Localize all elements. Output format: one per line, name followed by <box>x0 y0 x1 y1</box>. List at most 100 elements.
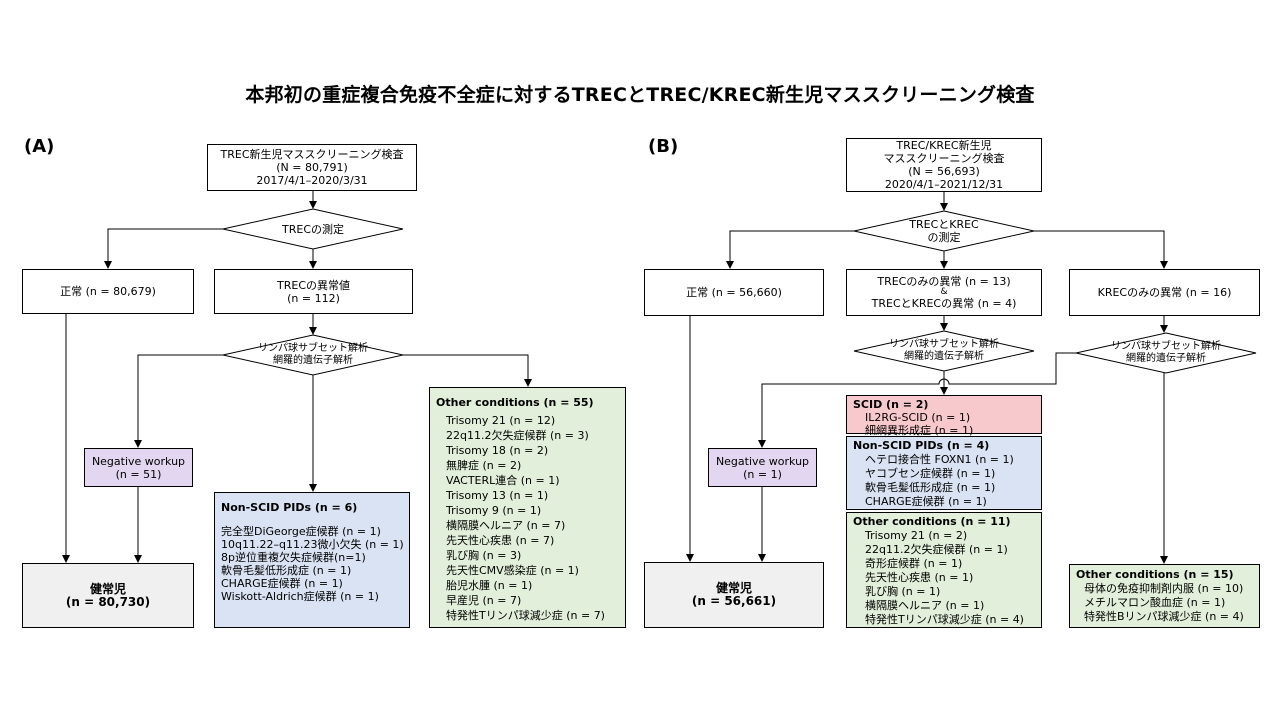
list-item: 特発性Tリンパ球減少症 (n = 4) <box>865 613 1024 626</box>
list-item: 母体の免疫抑制剤内服 (n = 10) <box>1084 582 1244 595</box>
list-item: 乳び胸 (n = 1) <box>865 585 941 598</box>
b-measure-line-2: の測定 <box>927 231 961 244</box>
a-healthy-box: 健常児 (n = 80,730) <box>22 563 194 628</box>
b-workup1-line-2: 網羅的遺伝子解析 <box>904 351 984 362</box>
b-normal-text: 正常 (n = 56,660) <box>686 286 782 299</box>
list-item: 奇形症候群 (n = 1) <box>865 557 963 570</box>
b-other2-box: Other conditions (n = 15) 母体の免疫抑制剤内服 (n … <box>1069 564 1260 628</box>
b-negative-box: Negative workup (n = 1) <box>708 448 817 487</box>
b-nonscid-box: Non-SCID PIDs (n = 4) ヘテロ接合性 FOXN1 (n = … <box>846 436 1042 510</box>
list-item: 無脾症 (n = 2) <box>446 459 522 472</box>
b-normal-box: 正常 (n = 56,660) <box>644 269 824 316</box>
list-item: 乳び胸 (n = 3) <box>446 549 522 562</box>
a-workup-label: リンパ球サブセット解析 網羅的遺伝子解析 <box>233 341 393 369</box>
b-screening-line-2: マススクリーニング検査 <box>883 152 1005 165</box>
b-trec-abnormal-line-2: & <box>940 287 948 297</box>
a-measure-label: TRECの測定 <box>233 219 393 239</box>
b-nonscid-header: Non-SCID PIDs (n = 4) <box>853 439 990 452</box>
list-item: Trisomy 13 (n = 1) <box>446 489 549 502</box>
list-item: メチルマロン酸血症 (n = 1) <box>1084 596 1226 609</box>
a-other-box: Other conditions (n = 55) Trisomy 21 (n … <box>429 387 626 628</box>
b-workup2-line-1: リンパ球サブセット解析 <box>1111 341 1221 352</box>
list-item: Trisomy 21 (n = 12) <box>446 414 556 427</box>
b-trec-abnormal-box: TRECのみの異常 (n = 13) & TRECとKRECの異常 (n = 4… <box>846 269 1042 316</box>
list-item: 横隔膜ヘルニア (n = 7) <box>446 519 566 532</box>
b-krec-abnormal-box: KRECのみの異常 (n = 16) <box>1069 269 1260 316</box>
a-measure-text: TRECの測定 <box>282 222 344 236</box>
list-item: 細網異形成症 (n = 1) <box>865 424 974 437</box>
a-abnormal-line-1: TRECの異常値 <box>277 278 350 292</box>
a-screening-box: TREC新生児マススクリーニング検査 (N = 80,791) 2017/4/1… <box>207 144 417 191</box>
b-workup2-line-2: 網羅的遺伝子解析 <box>1126 353 1206 364</box>
a-nonscid-header: Non-SCID PIDs (n = 6) <box>221 501 358 514</box>
panel-b-label: (B) <box>648 136 679 157</box>
b-measure-line-1: TRECとKREC <box>909 218 979 231</box>
list-item: CHARGE症候群 (n = 1) <box>221 577 343 590</box>
a-negative-line-2: (n = 51) <box>115 467 162 481</box>
list-item: 軟骨毛髪低形成症 (n = 1) <box>221 564 352 577</box>
list-item: 完全型DiGeorge症候群 (n = 1) <box>221 525 381 538</box>
a-nonscid-box: Non-SCID PIDs (n = 6) 完全型DiGeorge症候群 (n … <box>214 492 410 628</box>
figure-title: 本邦初の重症複合免疫不全症に対するTRECとTREC/KREC新生児マススクリー… <box>245 84 1035 106</box>
b-healthy-line-1: 健常児 <box>715 581 752 595</box>
b-healthy-line-2: (n = 56,661) <box>691 594 777 608</box>
b-healthy-box: 健常児 (n = 56,661) <box>644 562 824 628</box>
b-negative-line-1: Negative workup <box>715 454 810 468</box>
list-item: VACTERL連合 (n = 1) <box>446 474 560 487</box>
b-trec-abnormal-line-3: TRECとKRECの異常 (n = 4) <box>871 297 1017 310</box>
a-other-header: Other conditions (n = 55) <box>436 396 594 409</box>
b-workup2-diamond <box>1075 332 1257 374</box>
b-screening-line-3: (N = 56,693) <box>908 165 980 178</box>
b-scid-header: SCID (n = 2) <box>853 398 929 411</box>
b-scid-box: SCID (n = 2) IL2RG-SCID (n = 1) 細網異形成症 (… <box>846 395 1042 437</box>
b-krec-abnormal-text: KRECのみの異常 (n = 16) <box>1097 286 1232 299</box>
list-item: Trisomy 21 (n = 2) <box>865 529 968 542</box>
list-item: CHARGE症候群 (n = 1) <box>865 495 987 508</box>
b-screening-line-4: 2020/4/1–2021/12/31 <box>884 178 1004 191</box>
b-other-box: Other conditions (n = 11) Trisomy 21 (n … <box>846 512 1042 628</box>
list-item: 胎児水腫 (n = 1) <box>446 579 533 592</box>
b-screening-line-1: TREC/KREC新生児 <box>896 139 992 152</box>
list-item: 早産児 (n = 7) <box>446 594 522 607</box>
list-item: 先天性心疾患 (n = 7) <box>446 534 555 547</box>
list-item: 特発性Tリンパ球減少症 (n = 7) <box>446 609 605 622</box>
b-other-header: Other conditions (n = 11) <box>853 515 1011 528</box>
a-abnormal-line-2: (n = 112) <box>287 291 340 305</box>
list-item: 横隔膜ヘルニア (n = 1) <box>865 599 985 612</box>
a-normal-text: 正常 (n = 80,679) <box>60 285 156 298</box>
b-negative-line-2: (n = 1) <box>743 467 782 481</box>
list-item: 10q11.22–q11.23微小欠失 (n = 1) <box>221 538 404 551</box>
a-healthy-line-1: 健常児 <box>89 581 126 596</box>
b-measure-label: TRECとKREC の測定 <box>864 216 1024 246</box>
a-negative-line-1: Negative workup <box>91 454 186 468</box>
a-normal-box: 正常 (n = 80,679) <box>22 269 194 314</box>
b-other2-header: Other conditions (n = 15) <box>1076 568 1234 581</box>
b-trec-abnormal-line-1: TRECのみの異常 (n = 13) <box>877 275 1011 288</box>
b-screening-box: TREC/KREC新生児 マススクリーニング検査 (N = 56,693) 20… <box>846 138 1042 192</box>
a-screening-line-2: (N = 80,791) <box>276 161 348 174</box>
b-workup1-label: リンパ球サブセット解析 網羅的遺伝子解析 <box>864 337 1024 365</box>
a-negative-box: Negative workup (n = 51) <box>84 448 193 487</box>
list-item: Trisomy 18 (n = 2) <box>446 444 549 457</box>
a-workup-line-2: 網羅的遺伝子解析 <box>273 355 353 366</box>
b-workup2-label: リンパ球サブセット解析 網羅的遺伝子解析 <box>1086 339 1246 367</box>
list-item: 先天性CMV感染症 (n = 1) <box>446 564 579 577</box>
a-abnormal-box: TRECの異常値 (n = 112) <box>214 269 413 314</box>
list-item: 特発性Bリンパ球減少症 (n = 4) <box>1084 610 1244 623</box>
a-screening-line-3: 2017/4/1–2020/3/31 <box>256 174 368 187</box>
a-workup-line-1: リンパ球サブセット解析 <box>258 343 368 354</box>
list-item: 先天性心疾患 (n = 1) <box>865 571 974 584</box>
list-item: ヤコブセン症候群 (n = 1) <box>865 467 996 480</box>
a-screening-line-1: TREC新生児マススクリーニング検査 <box>220 148 404 161</box>
a-healthy-line-2: (n = 80,730) <box>65 594 151 609</box>
list-item: 8p逆位重複欠失症候群(n=1) <box>221 551 366 564</box>
list-item: 22q11.2欠失症候群 (n = 3) <box>446 429 589 442</box>
list-item: 軟骨毛髪低形成症 (n = 1) <box>865 481 996 494</box>
list-item: Wiskott-Aldrich症候群 (n = 1) <box>221 590 379 603</box>
list-item: IL2RG-SCID (n = 1) <box>865 411 971 424</box>
list-item: Trisomy 9 (n = 1) <box>446 504 542 517</box>
list-item: 22q11.2欠失症候群 (n = 1) <box>865 543 1008 556</box>
list-item: ヘテロ接合性 FOXN1 (n = 1) <box>865 453 1014 466</box>
b-workup1-line-1: リンパ球サブセット解析 <box>889 339 999 350</box>
